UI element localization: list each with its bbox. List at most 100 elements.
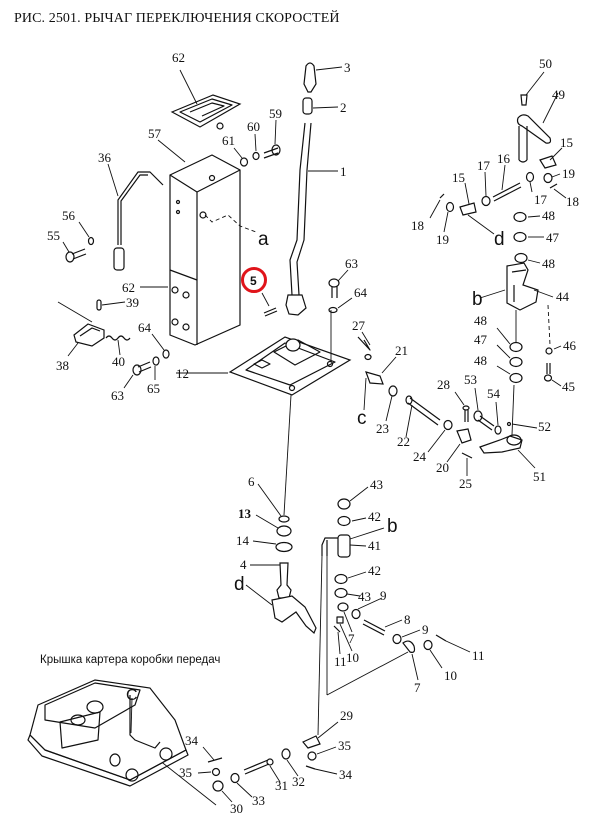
callout-15a: 15: [452, 170, 465, 185]
part-18-left-pin: [439, 193, 445, 199]
leader-39: [101, 301, 126, 306]
leader-38: [67, 342, 79, 357]
callout-46: 46: [563, 338, 577, 353]
callout-31: 31: [275, 778, 288, 793]
part-43-low-nut: [334, 587, 348, 599]
connection-c: c: [357, 408, 367, 429]
callout-2: 2: [340, 100, 347, 115]
part-16-rod: [492, 182, 522, 202]
leader-6: [257, 483, 282, 517]
callout-19b: 19: [562, 166, 575, 181]
leader-43b: [346, 593, 361, 597]
callout-30: 30: [230, 801, 243, 816]
leader-20: [446, 443, 461, 463]
callout-64-top: 64: [354, 285, 368, 300]
callout-62: 62: [172, 50, 185, 65]
rod-diag: [326, 651, 409, 696]
leader-60: [254, 133, 257, 152]
callout-42a: 42: [368, 509, 381, 524]
part-41-lever: [321, 534, 351, 558]
leader-48-down: [511, 384, 515, 436]
leader-34b: [314, 768, 338, 775]
leader-47b: [496, 344, 511, 359]
part-5-pin: [263, 307, 278, 317]
leader-30: [221, 790, 233, 803]
callout-17b: 17: [534, 192, 548, 207]
callout-48b: 48: [542, 256, 555, 271]
leader-42b: [347, 571, 367, 579]
part-48-top-bushing: [513, 211, 527, 223]
callout-18a: 18: [411, 218, 424, 233]
leader-62: [179, 69, 198, 105]
leader-64-top: [337, 297, 353, 309]
part-13-bushing: [276, 525, 292, 537]
part-61-washer: [239, 157, 249, 167]
part-17-nut-left: [481, 195, 491, 207]
leader-b2: [349, 527, 385, 540]
leader-23: [385, 395, 393, 422]
part-51-lever: [479, 434, 523, 454]
callout-35a: 35: [179, 765, 192, 780]
leader-18a: [429, 199, 441, 219]
callout-43b: 43: [358, 589, 371, 604]
part-47-low-bushing: [509, 356, 523, 368]
callout-48a: 48: [542, 208, 555, 223]
callout-42b: 42: [368, 563, 381, 578]
part-54-washer: [494, 425, 502, 435]
callout-54: 54: [487, 386, 501, 401]
part-27-spring-pin: [357, 336, 371, 351]
part-45-bolt: [543, 363, 553, 382]
leader-24: [427, 429, 446, 453]
callout-10b: 10: [444, 668, 457, 683]
callout-43a: 43: [370, 477, 383, 492]
leader-56: [78, 221, 90, 238]
callout-40: 40: [112, 354, 125, 369]
callout-55: 55: [47, 228, 60, 243]
callout-29: 29: [340, 708, 353, 723]
part-2-sleeve: [302, 97, 313, 115]
part-50-bolt: [520, 94, 528, 106]
part-14-bushing: [275, 541, 293, 553]
leader-48a: [527, 215, 541, 218]
callout-51: 51: [533, 469, 546, 484]
leader-54: [495, 401, 499, 426]
figure-title: РИС. 2501. РЫЧАГ ПЕРЕКЛЮЧЕНИЯ СКОРОСТЕЙ: [14, 11, 340, 26]
leader-11a: [337, 631, 341, 655]
callout-53: 53: [464, 372, 477, 387]
leader-36: [107, 163, 119, 197]
part-59-bolt: [263, 144, 281, 159]
part-18-right-pin: [549, 183, 558, 189]
part-24-nut: [443, 419, 453, 431]
callout-19a: 19: [436, 232, 449, 247]
leader-3: [315, 66, 343, 71]
callout-59: 59: [269, 106, 282, 121]
leader-44: [533, 289, 554, 298]
callout-62b: 62: [122, 280, 135, 295]
part-38-bracket: [73, 323, 105, 347]
leader-41: [349, 544, 367, 547]
callout-11b: 11: [472, 648, 485, 663]
leader-35a: [197, 771, 212, 774]
leader-22: [405, 404, 413, 438]
callout-14: 14: [236, 533, 250, 548]
callout-9b: 9: [422, 622, 429, 637]
callout-39: 39: [126, 295, 139, 310]
part-42-low-bushing: [334, 573, 348, 585]
callout-5-highlighted: 5: [250, 274, 257, 288]
part-1-lever-rod: [285, 122, 312, 316]
part-25-pin: [461, 452, 473, 459]
leader-7a: [343, 611, 353, 633]
part-52-pin: [506, 421, 512, 427]
leader-5: [261, 292, 270, 307]
callout-48c: 48: [474, 313, 487, 328]
connection-b-bottom: b: [387, 516, 398, 537]
part-55-bolt: [65, 248, 87, 263]
part-49-arm: [516, 114, 552, 163]
part-12-floor-plate: [228, 336, 352, 396]
callout-50: 50: [539, 56, 552, 71]
leader-48d: [496, 365, 511, 375]
callout-47a: 47: [546, 230, 560, 245]
callout-52: 52: [538, 419, 551, 434]
callout-10a: 10: [346, 650, 359, 665]
part-27-nut: [364, 353, 372, 361]
